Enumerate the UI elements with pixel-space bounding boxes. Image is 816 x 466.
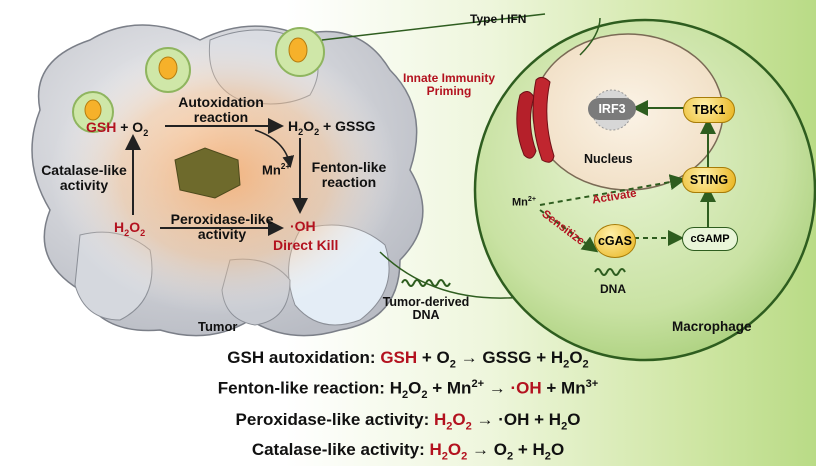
irf3-pill: IRF3 <box>588 98 636 120</box>
type-ifn-label: Type I IFN <box>470 12 527 26</box>
arrow-activate <box>539 174 686 206</box>
cgamp-pill: cGAMP <box>682 227 738 251</box>
h2o2-gssg-label: H2O2 + GSSG <box>288 118 376 137</box>
tumor-cluster <box>31 24 424 337</box>
mn2-label: Mn2+ <box>262 161 291 178</box>
oh-label: ·OH <box>290 218 316 234</box>
tumor-label: Tumor <box>198 319 238 334</box>
macrophage-label: Macrophage <box>672 319 752 334</box>
sting-pill: STING <box>682 167 736 193</box>
arrow-sensitize <box>539 209 599 253</box>
dna-label: DNA <box>600 282 626 296</box>
direct-kill-label: Direct Kill <box>273 237 339 253</box>
h2o2-label: H2O2 <box>114 219 146 238</box>
zoom-line-top <box>321 13 546 41</box>
equation-gsh-autoxidation: GSH autoxidation: GSH + O2 → GSSG + H2O2 <box>227 348 589 371</box>
equation-peroxidase: Peroxidase-like activity: H2O2 → ·OH + H… <box>235 410 581 433</box>
gsh-o2-label: GSH + O2 <box>86 119 149 138</box>
mn2-macrophage-label: Mn2+ <box>512 195 537 209</box>
dna-wave <box>594 268 626 276</box>
equation-fenton: Fenton-like reaction: H2O2 + Mn2+ → ·OH … <box>217 378 599 402</box>
nucleus-label: Nucleus <box>584 152 633 166</box>
dna-squiggle <box>401 279 451 287</box>
small-macrophages <box>72 27 325 133</box>
cgas-pill: cGAS <box>594 224 636 258</box>
mitochondria <box>516 76 555 163</box>
arrow-mn-curve <box>254 129 295 168</box>
tbk1-pill: TBK1 <box>683 97 735 123</box>
arrow-type-ifn <box>579 17 601 56</box>
equation-catalase: Catalase-like activity: H2O2 → O2 + H2O <box>251 440 565 463</box>
